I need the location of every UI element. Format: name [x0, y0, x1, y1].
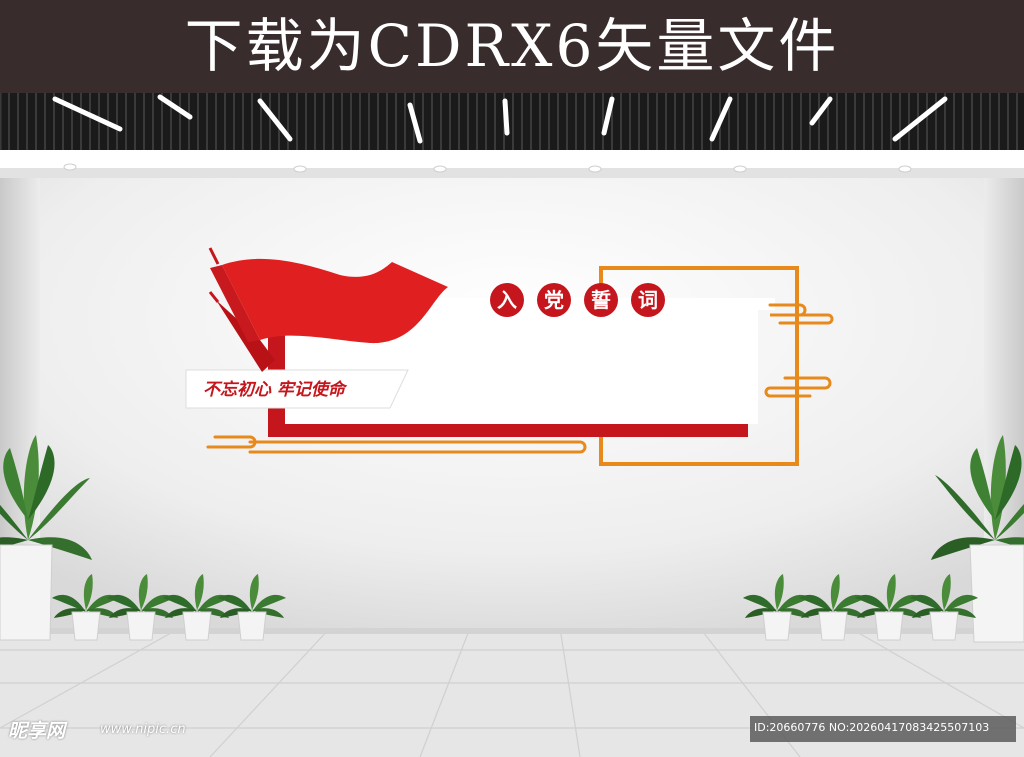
downlight: [898, 165, 912, 173]
title-char: 誓: [584, 283, 618, 317]
ceiling-slats: [0, 93, 1018, 150]
id-bar: [750, 716, 1016, 742]
banner-text: 下载为CDRX6矢量文件: [184, 12, 840, 80]
downlight: [433, 165, 447, 173]
right-big-plant: [931, 435, 1024, 643]
left-big-plant: [0, 435, 92, 641]
ceiling-light: [502, 98, 510, 136]
slogan-tag: [185, 369, 409, 409]
top-banner: 下载为CDRX6矢量文件: [0, 0, 1024, 93]
watermark-url: www.nipic.cn: [100, 722, 186, 737]
right-small-plants: [742, 573, 979, 641]
flag-edge: [210, 265, 260, 342]
title-char: 入: [490, 283, 524, 317]
ceiling-light: [892, 96, 948, 142]
cloud-ornament-left: [206, 435, 587, 454]
downlight: [293, 165, 307, 173]
wall-surface: [0, 150, 1024, 628]
watermark-id: ID:20660776 NO:20260417083425507103: [754, 721, 990, 734]
ceiling: [0, 93, 1024, 150]
ceiling-light: [52, 96, 123, 132]
downlight: [588, 165, 602, 173]
cloud-ornament-right: [764, 303, 834, 398]
ceiling-light: [257, 98, 293, 142]
ceiling-light: [809, 96, 833, 126]
flag-spear: [208, 291, 220, 303]
flag-spear: [208, 247, 220, 265]
title-char: 党: [537, 283, 571, 317]
ceiling-light: [709, 96, 733, 142]
downlight: [63, 163, 77, 171]
slogan-text: 不忘初心 牢记使命: [203, 380, 345, 400]
watermark-logo: 昵享网: [8, 720, 66, 742]
left-small-plants: [51, 573, 287, 641]
downlight: [733, 165, 747, 173]
ceiling-light: [407, 102, 423, 144]
red-flag: [222, 258, 448, 344]
ceiling-light: [157, 94, 193, 120]
ceiling-light: [601, 96, 615, 136]
title-char: 词: [631, 283, 665, 317]
